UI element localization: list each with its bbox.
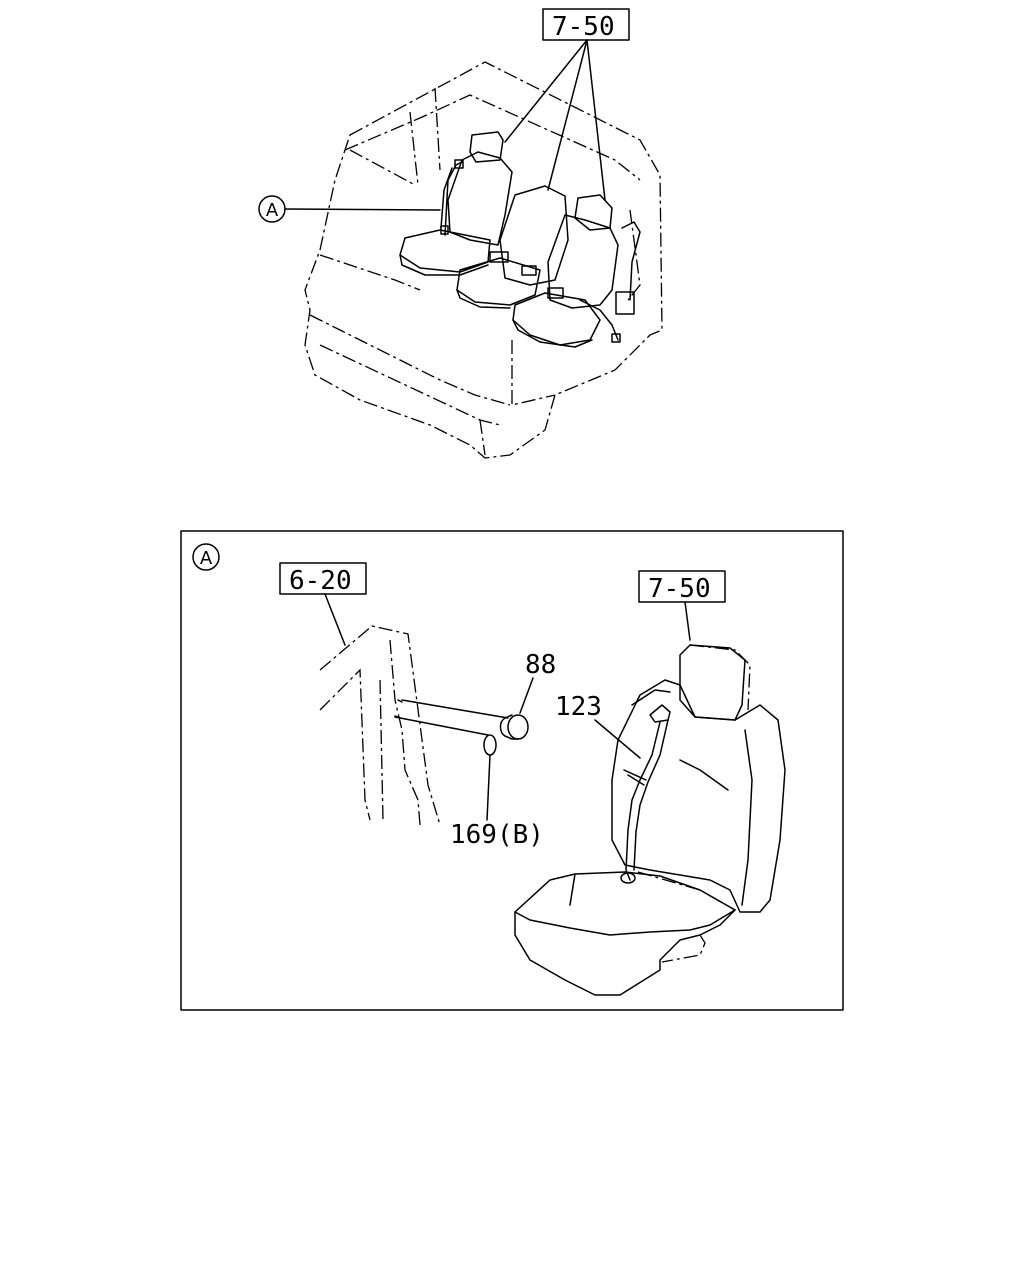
detail-a-callout-letter: A <box>266 200 279 221</box>
right-seat <box>512 194 641 348</box>
left-seat <box>399 131 513 276</box>
ref-box-6-20 <box>279 562 367 595</box>
cab-outline <box>304 61 663 459</box>
detail-a-marker-circle <box>192 543 220 571</box>
ref-label-7-50-detail: 7-50 <box>648 574 711 604</box>
part-label-169b: 169(B) <box>450 820 544 850</box>
detail-a-frame <box>180 530 844 1011</box>
part-label-123: 123 <box>555 692 602 722</box>
part-88-cap: 88 <box>499 650 556 740</box>
cab-interior-view: 7-50 A <box>258 8 663 459</box>
ref-label-7-50-top: 7-50 <box>552 12 615 42</box>
middle-seat <box>456 185 569 309</box>
ref-box-7-50-detail <box>638 570 726 603</box>
detail-seat: 7-50 123 <box>514 570 786 996</box>
ref-box-7-50-top <box>542 8 630 41</box>
part-169b-washer: 169(B) <box>450 734 544 850</box>
ref-label-6-20: 6-20 <box>289 566 352 596</box>
detail-a-marker-letter: A <box>200 548 213 569</box>
cab-panel: 6-20 <box>279 562 441 826</box>
part-label-88: 88 <box>525 650 556 680</box>
